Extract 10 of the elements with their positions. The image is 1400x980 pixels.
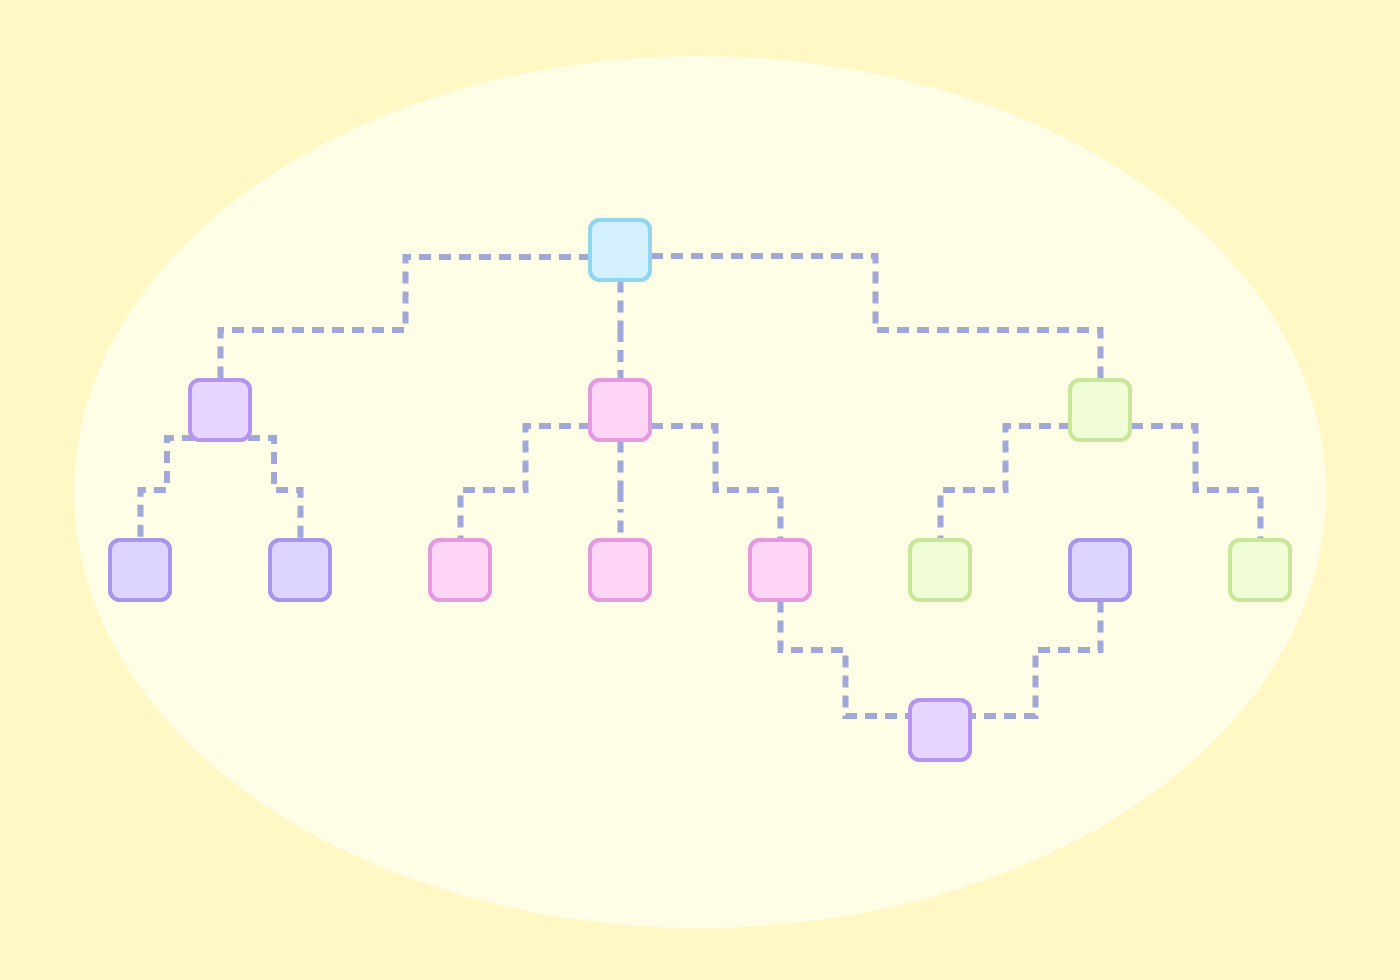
connector: [971, 598, 1104, 719]
connector: [217, 254, 591, 384]
connector: [1131, 423, 1264, 544]
connector: [248, 435, 304, 544]
connector: [617, 278, 624, 384]
connector: [651, 253, 1104, 384]
connector: [651, 423, 784, 544]
connector: [457, 423, 591, 544]
connector: [777, 598, 911, 719]
connector: [937, 423, 1071, 544]
